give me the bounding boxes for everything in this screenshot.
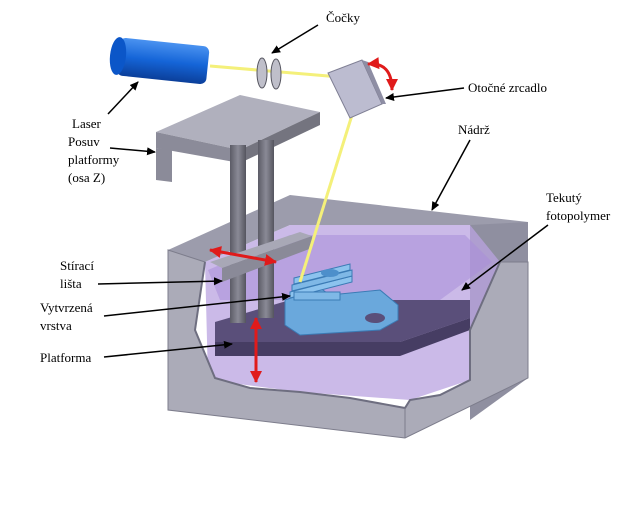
pointer-resin <box>461 224 549 291</box>
pointer-cured-layer <box>103 292 291 317</box>
part-top-hole <box>321 269 339 277</box>
lens-1 <box>256 57 268 89</box>
platform-plate-edge <box>215 318 470 356</box>
drive-pillar-right <box>258 140 274 318</box>
part-hole <box>365 313 385 323</box>
double-headed-arrow-icon <box>209 246 277 266</box>
curved-arrow-icon <box>367 57 398 91</box>
pointer-mirror <box>385 87 465 101</box>
label-platform-drive-1: Posuv <box>68 134 100 149</box>
pointer-wiper <box>97 277 223 286</box>
label-cured-layer-2: vrstva <box>40 318 72 333</box>
platform-drive <box>156 95 320 323</box>
mirror-face <box>327 59 383 119</box>
beam-down <box>298 114 354 283</box>
pointer-platform <box>103 340 233 358</box>
drive-bracket <box>156 148 172 182</box>
drive-arm-front <box>156 132 240 163</box>
laser <box>109 37 210 85</box>
label-resin-2: fotopolymer <box>546 208 611 223</box>
lenses <box>256 57 282 90</box>
pointer-laser <box>107 81 139 115</box>
drive-arm-top <box>156 95 320 150</box>
pointer-tank <box>431 139 471 211</box>
label-platform-drive-3: (osa Z) <box>68 170 105 185</box>
pointer-lenses <box>271 24 319 54</box>
tank-cut-edge <box>193 261 501 410</box>
pointer-platform-drive <box>109 147 156 156</box>
label-resin-1: Tekutý <box>546 190 582 205</box>
printed-part <box>284 263 399 336</box>
label-wiper-1: Stírací <box>60 258 94 273</box>
label-mirror: Otočné zrcadlo <box>468 80 547 95</box>
drive-pillar-left <box>230 145 246 323</box>
label-platform: Platforma <box>40 350 91 365</box>
part-layer-4 <box>293 291 341 301</box>
label-cured-layer-1: Vytvrzená <box>40 300 93 315</box>
label-wiper-2: lišta <box>60 276 82 291</box>
laser-rear-cap <box>109 37 127 75</box>
pointer-lines <box>97 24 549 358</box>
rotating-mirror <box>327 57 398 119</box>
label-lenses: Čočky <box>326 10 360 25</box>
laser-body <box>116 37 210 85</box>
label-tank: Nádrž <box>458 122 490 137</box>
label-laser: Laser <box>72 116 102 131</box>
lens-2 <box>270 58 282 90</box>
label-platform-drive-2: platformy <box>68 152 120 167</box>
labels: Čočky Otočné zrcadlo Laser Posuv platfor… <box>40 10 611 365</box>
